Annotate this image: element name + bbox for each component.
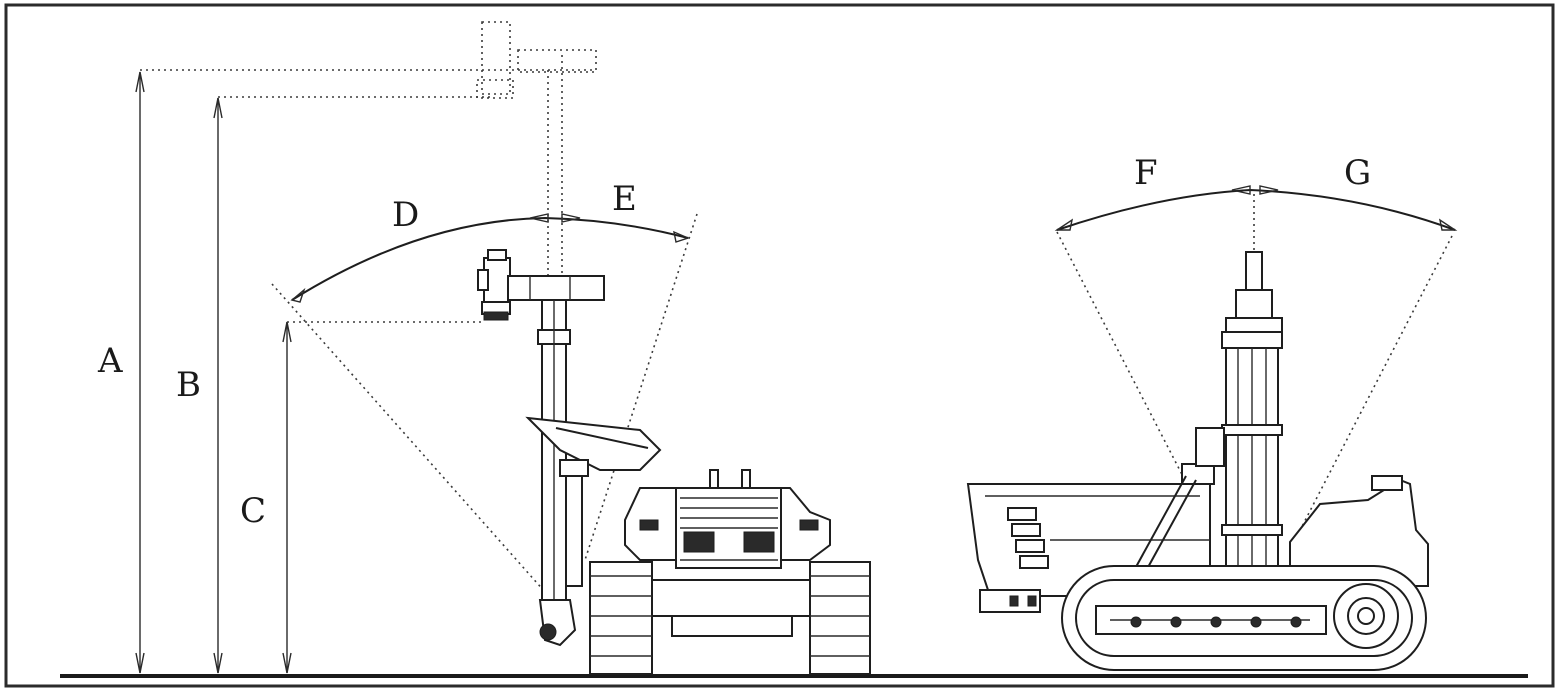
side-view-rig: [966, 251, 1429, 671]
swing-arc-right: [1054, 185, 1458, 541]
frame-border: [4, 3, 1555, 688]
dimension-B: [213, 96, 490, 674]
front-view-rig: [477, 249, 871, 675]
raised-head-ghost: [476, 21, 597, 99]
label-A: A: [97, 341, 123, 381]
label-C: C: [240, 491, 266, 531]
dimension-C: [282, 321, 485, 674]
label-F: F: [1134, 153, 1158, 193]
label-G: G: [1344, 153, 1371, 193]
label-B: B: [176, 365, 201, 405]
dimension-A: [135, 69, 595, 674]
label-D: D: [392, 195, 419, 235]
label-E: E: [612, 179, 637, 219]
